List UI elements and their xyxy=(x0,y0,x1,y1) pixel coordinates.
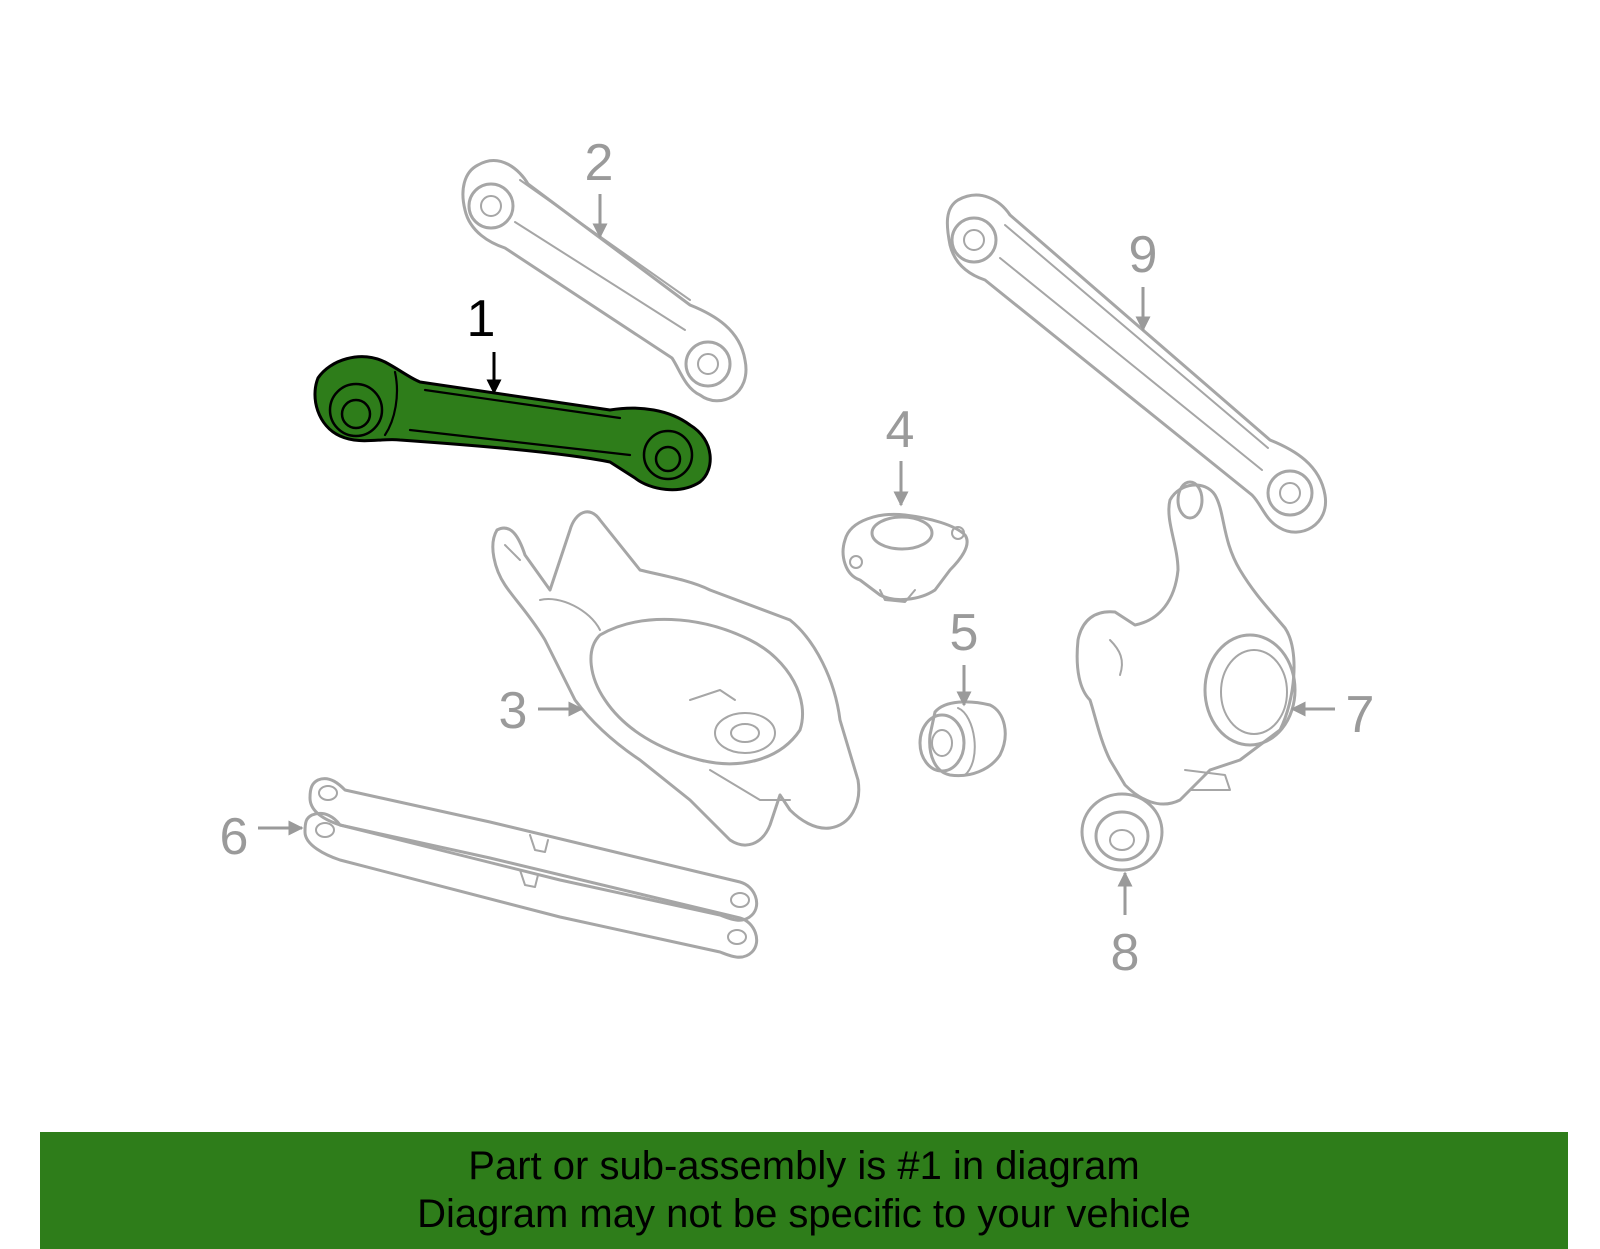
svg-text:9: 9 xyxy=(1129,226,1158,284)
svg-text:4: 4 xyxy=(886,401,915,459)
part-9-control-arm[interactable] xyxy=(945,193,1327,534)
callout-9[interactable]: 9 xyxy=(1129,226,1158,332)
callout-2[interactable]: 2 xyxy=(585,134,614,239)
svg-text:3: 3 xyxy=(499,682,528,740)
part-5-bushing[interactable] xyxy=(918,700,1007,778)
svg-text:6: 6 xyxy=(220,808,249,866)
svg-text:8: 8 xyxy=(1111,924,1140,982)
banner-line-2: Diagram may not be specific to your vehi… xyxy=(417,1192,1191,1236)
callout-1[interactable]: 1 xyxy=(467,290,502,395)
banner-line-1: Part or sub-assembly is #1 in diagram xyxy=(468,1144,1140,1188)
part-6-link[interactable] xyxy=(303,777,759,959)
info-banner: Part or sub-assembly is #1 in diagram Di… xyxy=(40,1132,1568,1249)
svg-text:1: 1 xyxy=(467,290,496,348)
svg-text:2: 2 xyxy=(585,134,614,192)
part-3-lower-control-arm[interactable] xyxy=(491,510,861,847)
part-7-knuckle[interactable] xyxy=(1075,480,1297,806)
callout-6[interactable]: 6 xyxy=(220,808,304,866)
svg-text:7: 7 xyxy=(1346,686,1375,744)
part-4-mount[interactable] xyxy=(841,512,969,603)
callout-3[interactable]: 3 xyxy=(499,682,584,740)
callout-8[interactable]: 8 xyxy=(1111,871,1140,982)
svg-text:5: 5 xyxy=(950,604,979,662)
part-8-bushing[interactable] xyxy=(1080,792,1164,872)
callout-5[interactable]: 5 xyxy=(950,604,979,707)
part-1-control-arm-highlighted[interactable] xyxy=(313,355,712,492)
part-2-control-arm[interactable] xyxy=(461,159,748,403)
callout-4[interactable]: 4 xyxy=(886,401,915,507)
callout-7[interactable]: 7 xyxy=(1290,686,1375,744)
